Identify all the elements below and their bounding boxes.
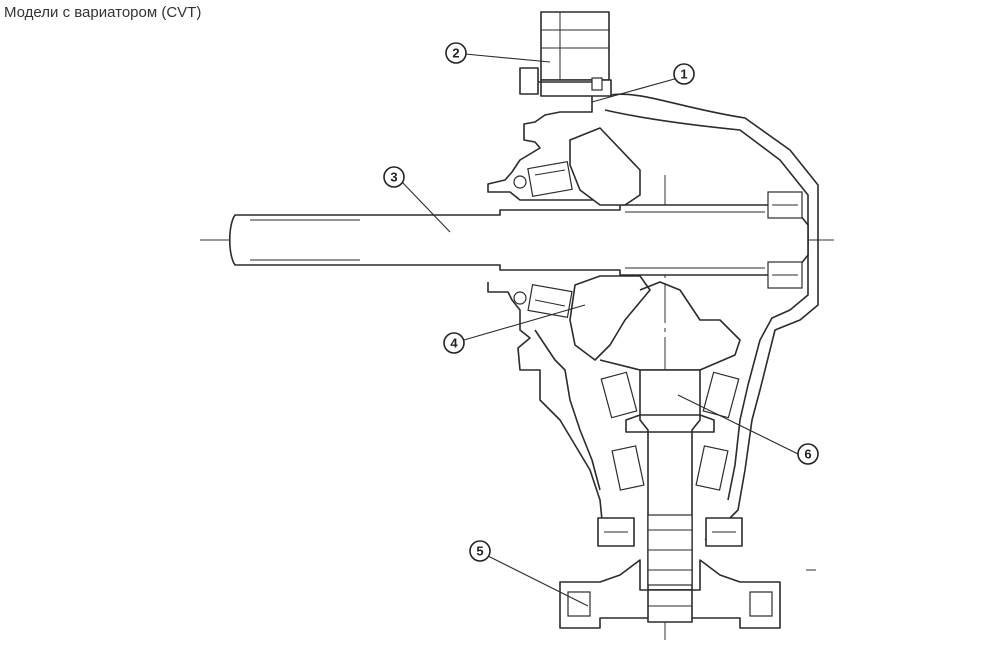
housing-outline — [487, 93, 819, 541]
housing-lower-left — [487, 282, 603, 521]
input-shaft — [228, 204, 809, 276]
callout-3-label: 3 — [390, 170, 397, 185]
ring-gear-lower — [569, 275, 651, 361]
callout-4: 4 — [443, 332, 465, 354]
upper-seal — [513, 175, 527, 189]
callout-3: 3 — [383, 166, 405, 188]
callout-6-label: 6 — [804, 447, 811, 462]
pinion-bearing-lower-right — [695, 445, 729, 491]
leader-6 — [677, 394, 799, 455]
callout-5-label: 5 — [476, 544, 483, 559]
pinion-bearing-lower-left — [611, 445, 645, 491]
flange-bolt-left — [567, 591, 591, 617]
ring-gear-upper — [569, 127, 641, 206]
housing-inner-wall — [604, 109, 809, 501]
diagram-title: Модели с вариатором (CVT) — [4, 4, 202, 21]
flange-bolt-right — [749, 591, 773, 617]
callout-6: 6 — [797, 443, 819, 465]
callout-1-label: 1 — [680, 67, 687, 82]
upper-bearing-left — [527, 161, 573, 197]
callout-2-label: 2 — [452, 46, 459, 61]
lower-bearing-left — [527, 284, 573, 318]
mount-bolt-head — [519, 67, 539, 95]
lower-seal — [513, 291, 527, 305]
callout-5: 5 — [469, 540, 491, 562]
upper-bearing-hatch — [534, 169, 566, 176]
actuator-body — [540, 11, 610, 81]
leader-2 — [464, 53, 551, 63]
pinion-bearing-upper-right — [702, 371, 740, 419]
pinion-shaft-collar — [625, 414, 715, 433]
lower-bearing-hatch — [534, 299, 566, 307]
housing-lower-left-inner — [534, 329, 601, 491]
callout-1: 1 — [673, 63, 695, 85]
leader-1 — [591, 77, 679, 103]
pinion-bearing-upper-left — [600, 371, 638, 419]
callout-2: 2 — [445, 42, 467, 64]
leader-3 — [401, 181, 451, 233]
leader-5 — [487, 555, 589, 607]
leader-4 — [463, 304, 586, 341]
callout-4-label: 4 — [450, 336, 458, 351]
mount-bolt-insert — [591, 77, 603, 91]
